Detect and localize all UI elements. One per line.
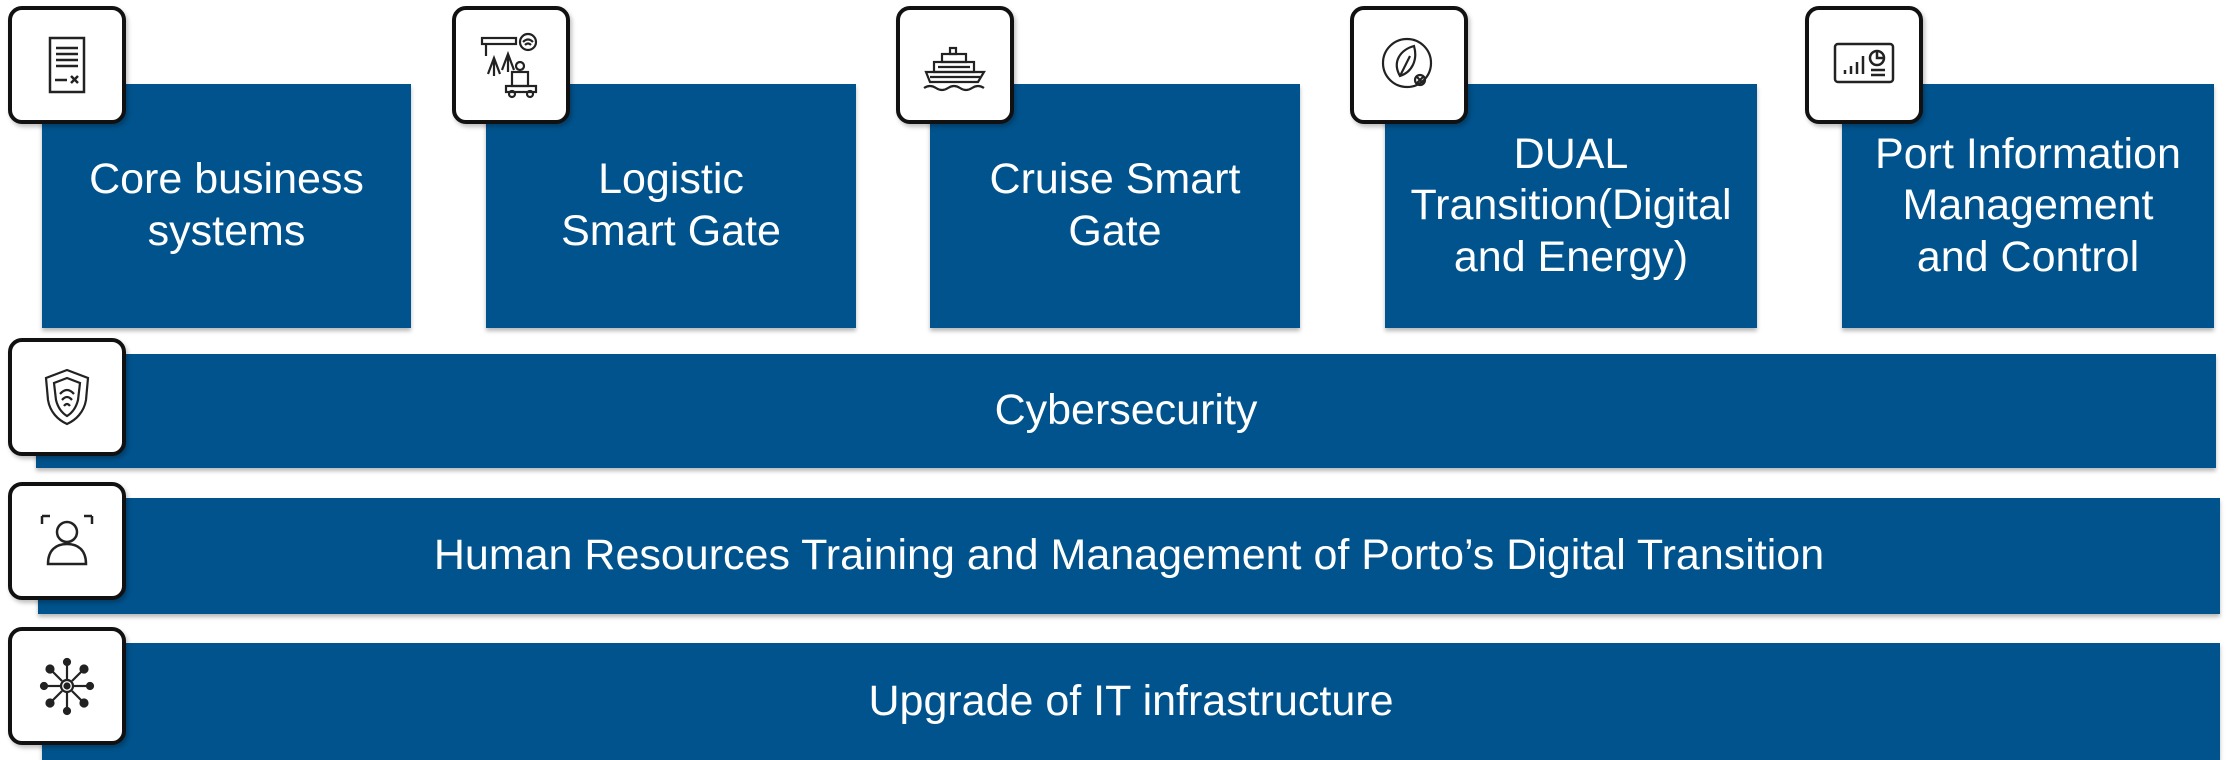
port-information-management-box: Port Information Management and Control xyxy=(1842,84,2214,328)
human-resources-bar: Human Resources Training and Management … xyxy=(38,498,2220,614)
bar-label: Human Resources Training and Management … xyxy=(433,531,1825,580)
logistics-gate-icon xyxy=(452,6,570,124)
bar-label: Cybersecurity xyxy=(994,386,1258,435)
box-label: DUAL Transition(Digital and Energy) xyxy=(1410,129,1732,281)
box-label: Cruise Smart Gate xyxy=(989,155,1241,255)
leaf-energy-icon xyxy=(1350,6,1468,124)
cruise-ship-icon xyxy=(896,6,1014,124)
document-icon xyxy=(8,6,126,124)
bar-label: Upgrade of IT infrastructure xyxy=(868,676,1394,725)
dashboard-icon xyxy=(1805,6,1923,124)
dual-transition-box: DUAL Transition(Digital and Energy) xyxy=(1385,84,1757,328)
logistic-smart-gate-box: Logistic Smart Gate xyxy=(486,84,856,328)
box-label: Logistic Smart Gate xyxy=(561,155,781,255)
network-icon xyxy=(8,627,126,745)
core-business-systems-box: Core business systems xyxy=(42,84,411,328)
shield-icon xyxy=(8,338,126,456)
person-icon xyxy=(8,482,126,600)
cybersecurity-bar: Cybersecurity xyxy=(36,354,2216,468)
cruise-smart-gate-box: Cruise Smart Gate xyxy=(930,84,1300,328)
box-label: Port Information Management and Control xyxy=(1875,129,2181,281)
it-infrastructure-bar: Upgrade of IT infrastructure xyxy=(42,643,2220,760)
box-label: Core business systems xyxy=(89,155,364,255)
